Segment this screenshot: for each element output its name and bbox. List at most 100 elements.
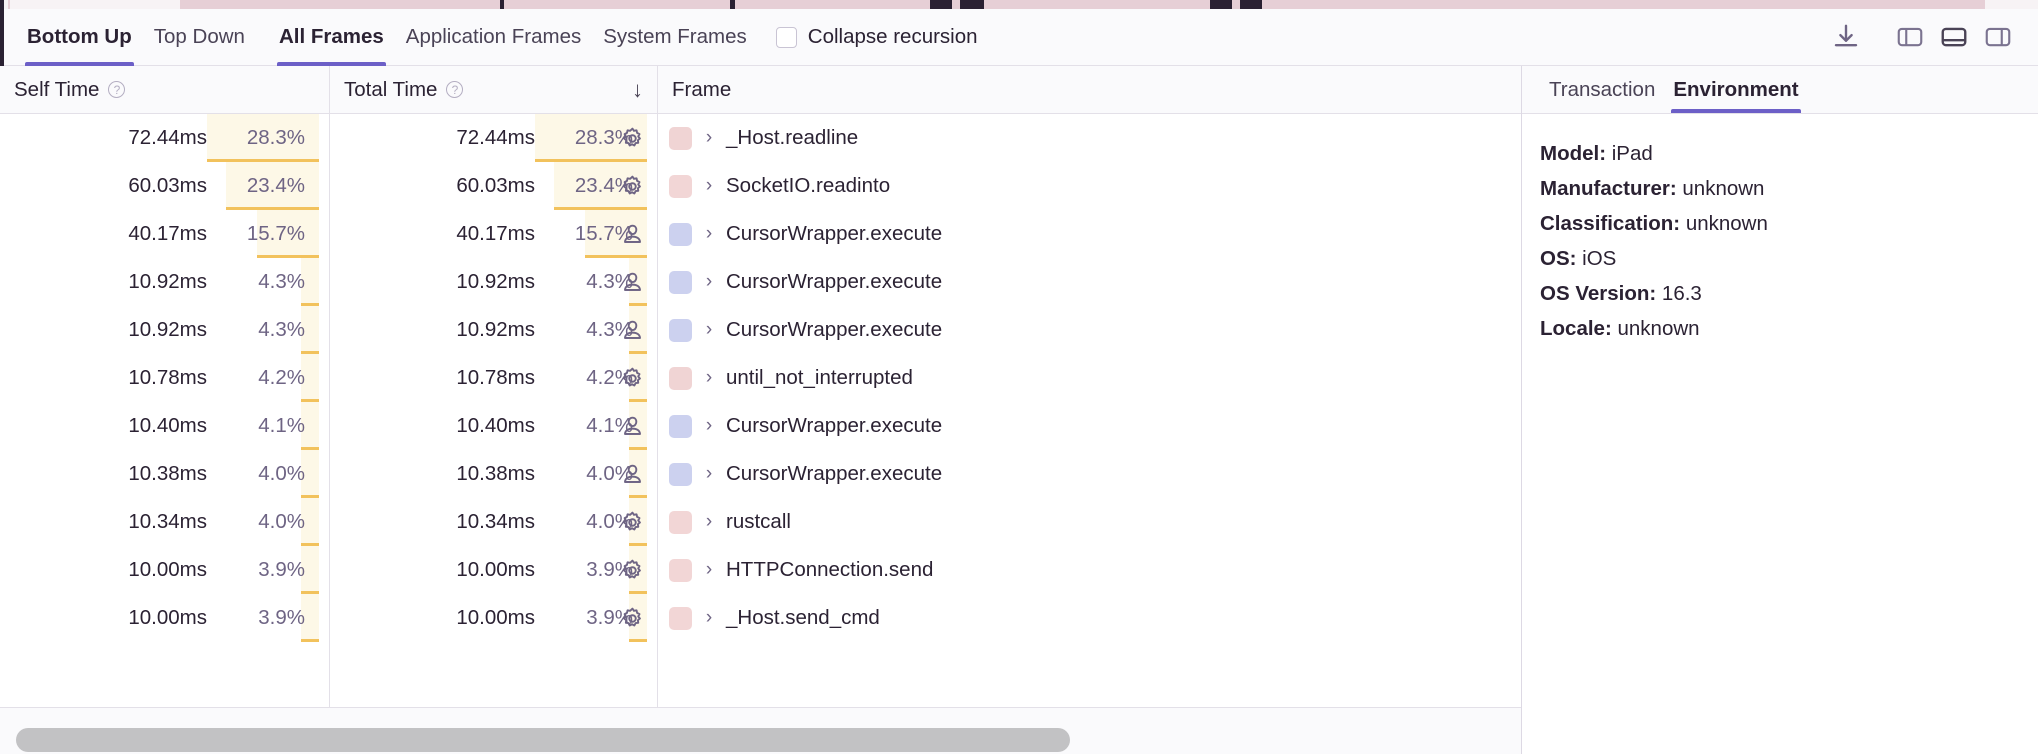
sort-descending-icon[interactable]: ↓ xyxy=(632,76,643,102)
expand-chevron-icon[interactable]: › xyxy=(705,463,713,484)
column-header-total-time[interactable]: Total Time ? ↓ xyxy=(330,66,658,113)
expand-chevron-icon[interactable]: › xyxy=(705,127,713,148)
expand-chevron-icon[interactable]: › xyxy=(705,415,713,436)
tab-application-frames[interactable]: Application Frames xyxy=(395,9,592,66)
self-time-bar xyxy=(301,546,319,594)
frame-color-swatch xyxy=(669,222,692,246)
self-time-percent: 4.2% xyxy=(258,366,305,389)
frame-name: CursorWrapper.execute xyxy=(726,318,943,341)
collapse-recursion-checkbox[interactable] xyxy=(775,26,797,48)
person-icon[interactable] xyxy=(612,450,652,498)
frame-cell[interactable]: ›CursorWrapper.execute xyxy=(658,402,942,450)
frame-cell[interactable]: ›_Host.readline xyxy=(658,114,858,162)
gear-icon[interactable] xyxy=(612,546,652,594)
collapse-recursion-toggle[interactable]: Collapse recursion xyxy=(775,25,978,49)
tab-bottom-up[interactable]: Bottom Up xyxy=(16,9,143,66)
expand-chevron-icon[interactable]: › xyxy=(705,511,713,532)
help-icon[interactable]: ? xyxy=(446,81,464,98)
frame-cell[interactable]: ›HTTPConnection.send xyxy=(658,546,933,594)
frame-cell[interactable]: ›rustcall xyxy=(658,498,791,546)
gear-icon[interactable] xyxy=(612,594,652,642)
download-icon[interactable] xyxy=(1824,15,1868,59)
environment-key: Locale: xyxy=(1540,317,1612,340)
gear-icon[interactable] xyxy=(612,354,652,402)
total-time-percent: 4.3% xyxy=(586,318,633,341)
self-time-bar xyxy=(301,450,319,498)
horizontal-scrollbar-track[interactable] xyxy=(8,718,1513,752)
self-time-bar xyxy=(207,114,319,162)
frame-cell[interactable]: ›until_not_interrupted xyxy=(658,354,913,402)
self-time-percent: 4.3% xyxy=(258,318,305,341)
frame-cell[interactable]: ›SocketIO.readinto xyxy=(658,162,890,210)
tab-application-frames-label: Application Frames xyxy=(405,25,582,48)
expand-chevron-icon[interactable]: › xyxy=(705,559,713,580)
bottom-panel-icon[interactable] xyxy=(1932,15,1976,59)
self-time-bar xyxy=(301,498,319,546)
tab-bottom-up-label: Bottom Up xyxy=(27,25,132,48)
tab-system-frames[interactable]: System Frames xyxy=(592,9,758,66)
frame-color-swatch xyxy=(669,318,692,342)
tab-top-down[interactable]: Top Down xyxy=(143,9,256,66)
self-time-percent: 4.1% xyxy=(258,414,305,437)
self-time-value: 72.44ms xyxy=(128,126,207,149)
expand-chevron-icon[interactable]: › xyxy=(705,271,713,292)
frame-cell[interactable]: ›CursorWrapper.execute xyxy=(658,258,942,306)
gear-icon[interactable] xyxy=(612,498,652,546)
frame-cell[interactable]: ›_Host.send_cmd xyxy=(658,594,880,642)
horizontal-scrollbar-thumb[interactable] xyxy=(16,728,1070,752)
environment-key: OS Version: xyxy=(1540,282,1657,305)
total-time-bar xyxy=(629,450,647,498)
frame-cell[interactable]: › CursorWrapper.execute xyxy=(658,306,942,354)
total-time-bar xyxy=(629,258,647,306)
total-time-percent: 23.4% xyxy=(574,174,633,197)
self-time-bar xyxy=(301,306,319,354)
help-icon[interactable]: ? xyxy=(108,81,126,98)
frame-cell[interactable]: ›CursorWrapper.execute xyxy=(658,450,942,498)
details-panel-tabs: Transaction Environment xyxy=(1522,66,2038,114)
frame-color-swatch xyxy=(669,270,692,294)
person-icon[interactable] xyxy=(612,210,652,258)
expand-chevron-icon[interactable]: › xyxy=(705,175,713,196)
expand-chevron-icon[interactable]: › xyxy=(705,607,713,628)
environment-value: unknown xyxy=(1617,317,1700,340)
environment-value: unknown xyxy=(1682,177,1765,200)
expand-chevron-icon[interactable]: › xyxy=(705,367,713,388)
frame-cell[interactable]: › CursorWrapper.execute xyxy=(658,210,942,258)
tab-environment[interactable]: Environment xyxy=(1664,66,1807,113)
frame-color-swatch xyxy=(669,126,692,150)
gear-icon[interactable] xyxy=(612,114,652,162)
gear-icon[interactable] xyxy=(612,162,652,210)
self-time-percent: 3.9% xyxy=(258,606,305,629)
frame-color-swatch xyxy=(669,414,692,438)
person-icon[interactable] xyxy=(612,402,652,450)
column-header-self-time[interactable]: Self Time ? xyxy=(0,66,330,113)
expand-chevron-icon[interactable]: › xyxy=(705,319,713,340)
person-icon[interactable] xyxy=(612,258,652,306)
total-time-bar xyxy=(629,306,647,354)
left-panel-icon[interactable] xyxy=(1888,15,1932,59)
column-header-frame[interactable]: Frame xyxy=(658,66,1521,113)
tab-transaction[interactable]: Transaction xyxy=(1540,66,1664,113)
right-panel-icon[interactable] xyxy=(1976,15,2020,59)
flamegraph-strip[interactable] xyxy=(0,0,2038,9)
person-icon[interactable] xyxy=(612,306,652,354)
self-time-bar xyxy=(301,354,319,402)
expand-chevron-icon[interactable]: › xyxy=(705,223,713,244)
self-time-value: 10.34ms xyxy=(128,510,207,533)
total-time-value: 10.92ms xyxy=(456,318,535,341)
table-header-row: Self Time ? Total Time ? ↓ Frame xyxy=(0,66,1521,114)
tab-all-frames[interactable]: All Frames xyxy=(268,9,395,66)
environment-row: OS: iOS xyxy=(1540,241,2038,276)
frame-name: CursorWrapper.execute xyxy=(726,222,943,245)
